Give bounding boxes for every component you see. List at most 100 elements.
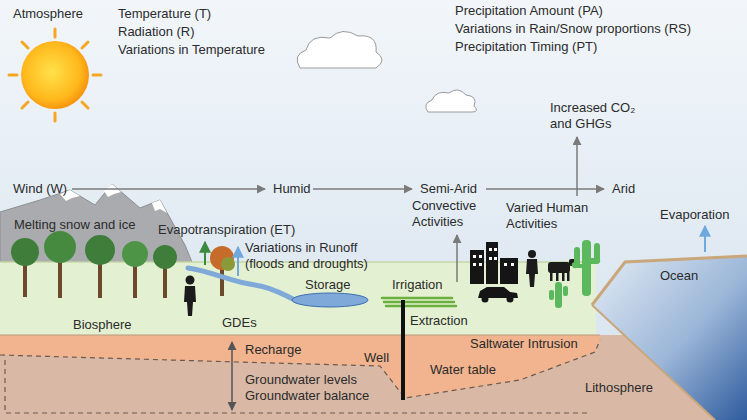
irrigation-crops (382, 297, 452, 300)
sun (22, 102, 28, 108)
city (511, 263, 514, 266)
trees (44, 231, 76, 263)
cow (548, 262, 570, 273)
label-text: Variations in Rain/Snow proportions (RS) (455, 21, 691, 37)
land-surface (0, 335, 600, 336)
climate-arrows (204, 242, 206, 265)
river (188, 268, 368, 307)
city (473, 248, 514, 266)
cow (567, 272, 570, 281)
city (479, 255, 482, 258)
label-text: Recharge (245, 342, 301, 358)
trees (122, 241, 148, 267)
mountains (152, 200, 167, 213)
ocean (592, 256, 747, 420)
label-text: Water table (430, 362, 496, 378)
cloud (297, 31, 382, 68)
city (479, 263, 482, 266)
irrigation-crops (382, 298, 456, 306)
label-text: GDEs (222, 315, 257, 331)
city (470, 250, 484, 284)
climate-arrows (231, 342, 233, 410)
label-text: Saltwater Intrusion (470, 336, 578, 352)
trees (11, 238, 39, 266)
person (526, 259, 538, 287)
person (184, 286, 196, 316)
label-text: Storage (305, 277, 351, 293)
river (188, 268, 295, 300)
cactus (563, 286, 568, 296)
cactus (591, 243, 600, 264)
city (494, 248, 497, 251)
mountains (104, 184, 121, 197)
lithosphere (0, 335, 747, 420)
label-text: Precipitation Timing (PT) (455, 39, 597, 55)
sun (22, 42, 28, 48)
label-text: Atmosphere (13, 6, 83, 22)
label-text: Lithosphere (585, 380, 653, 396)
climate-arrows (704, 226, 706, 252)
climate-arrows (576, 137, 578, 196)
cactus (582, 240, 591, 296)
label-text: Increased CO₂ and GHGs (550, 100, 645, 132)
label-text: Evaporation (660, 207, 729, 223)
cow (562, 272, 565, 281)
city (504, 263, 507, 266)
city (486, 242, 498, 284)
city (500, 258, 518, 284)
lithosphere (0, 335, 747, 420)
label-text: Evapotranspiration (ET) (158, 222, 295, 238)
label-text: Variations in Runoff (floods and drought… (245, 240, 385, 272)
trees (210, 246, 234, 270)
city (494, 257, 497, 260)
climate-arrows (313, 188, 412, 190)
label-text: Humid (273, 181, 311, 197)
city (470, 242, 518, 303)
irrigation-crops (386, 305, 456, 308)
irrigation-crops (384, 301, 454, 304)
cactus (549, 240, 600, 308)
cloud (426, 90, 477, 112)
ocean (592, 256, 747, 420)
trees (221, 257, 235, 271)
climate-arrows (237, 247, 239, 276)
city (473, 263, 476, 266)
sun (9, 29, 101, 121)
ocean (592, 305, 715, 420)
label-text: Extraction (410, 313, 468, 329)
ocean (592, 256, 747, 305)
trees (153, 245, 177, 269)
person (528, 250, 536, 258)
label-text: Arid (612, 181, 635, 197)
city (489, 257, 492, 260)
sun (82, 42, 88, 48)
aquifer-layer (5, 360, 590, 413)
trees (85, 235, 115, 265)
city (489, 248, 492, 251)
person (186, 276, 195, 285)
city (473, 255, 476, 258)
cactus (549, 290, 554, 300)
cactus (555, 282, 562, 308)
label-text: Varied Human Activities (506, 200, 611, 232)
cow (550, 272, 553, 281)
label-text: Precipitation Amount (PA) (455, 3, 603, 19)
sun (54, 29, 57, 37)
trees (11, 231, 235, 298)
city (507, 296, 514, 303)
label-text: Biosphere (73, 317, 132, 333)
label-text: Radiation (R) (118, 24, 195, 40)
sun (93, 74, 101, 77)
climate-arrows (72, 188, 265, 190)
sun (9, 74, 17, 77)
climate-arrows (486, 188, 604, 190)
river (292, 293, 368, 307)
climate-arrows (72, 137, 705, 410)
sun (54, 113, 57, 121)
label-text: Wind (W) (13, 181, 67, 197)
cow (556, 272, 559, 281)
